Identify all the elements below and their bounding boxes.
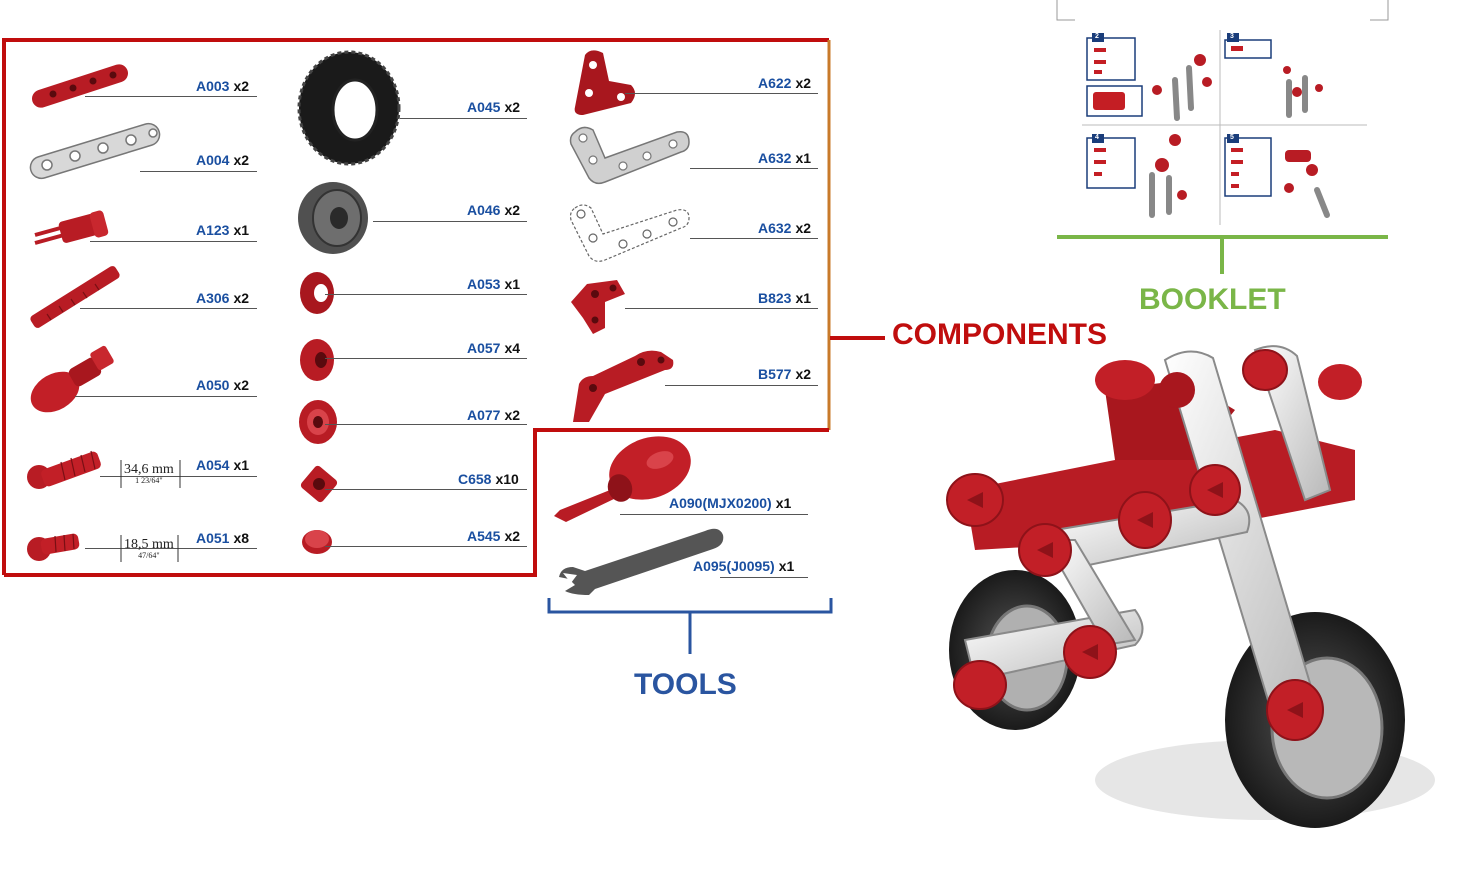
leader-line (80, 308, 257, 309)
leader-line (325, 546, 527, 547)
leader-line (373, 221, 527, 222)
leader-line (90, 241, 257, 242)
tool-label: A090(MJX0200)x1 (669, 495, 792, 511)
rim-grey-icon (298, 182, 368, 254)
short-screw-red-icon (27, 533, 80, 561)
leader-line (140, 171, 257, 172)
long-strip-silver-icon (29, 122, 161, 180)
leader-line (690, 168, 818, 169)
leader-line (690, 238, 818, 239)
leader-line (100, 476, 257, 477)
square-nut-red-icon (300, 465, 338, 503)
leader-line (625, 93, 818, 94)
leader-line (325, 489, 527, 490)
collar-red-icon (302, 530, 332, 554)
long-screw-red-icon (27, 450, 101, 489)
leader-line (85, 96, 257, 97)
booklet-thumbnail: 2 3 4 5 (1056, 0, 1389, 236)
leader-line (85, 548, 257, 549)
l-strip-outline-icon (569, 204, 690, 262)
corner-plate-red-icon (574, 50, 635, 115)
leader-line (75, 396, 257, 397)
booklet-step-2: 2 (1095, 33, 1099, 40)
leader-line (620, 514, 808, 515)
leader-line (325, 294, 527, 295)
assembled-motorbike-image (946, 345, 1435, 828)
screwdriver-red-icon (554, 436, 691, 522)
leader-line (325, 424, 527, 425)
booklet-label: BOOKLET (1139, 283, 1286, 316)
leader-line (625, 308, 818, 309)
tool-label: A095(J0095)x1 (693, 558, 795, 574)
l-strip-silver-icon (569, 126, 690, 185)
booklet-step-4: 4 (1095, 134, 1099, 141)
components-label: COMPONENTS (892, 318, 1108, 351)
tire-black-icon (297, 50, 401, 166)
ring-red-icon (299, 400, 337, 444)
handle-grip-red-icon (30, 345, 114, 413)
pin-red-icon (34, 210, 109, 245)
angle-bracket-red-icon (573, 350, 674, 422)
tools-label: TOOLS (634, 668, 737, 701)
leader-line (325, 358, 527, 359)
leader-line (720, 577, 808, 578)
leader-line (665, 385, 818, 386)
leader-line (400, 118, 527, 119)
axle-red-icon (30, 266, 120, 328)
booklet-step-5: 5 (1230, 134, 1234, 141)
wrench-grey-icon (559, 528, 724, 595)
short-strip-red-icon (32, 64, 128, 108)
booklet-step-3: 3 (1230, 33, 1234, 40)
bracket-red-icon (571, 280, 625, 334)
spacer-red-icon (300, 339, 334, 381)
washer-red-icon (300, 272, 334, 314)
